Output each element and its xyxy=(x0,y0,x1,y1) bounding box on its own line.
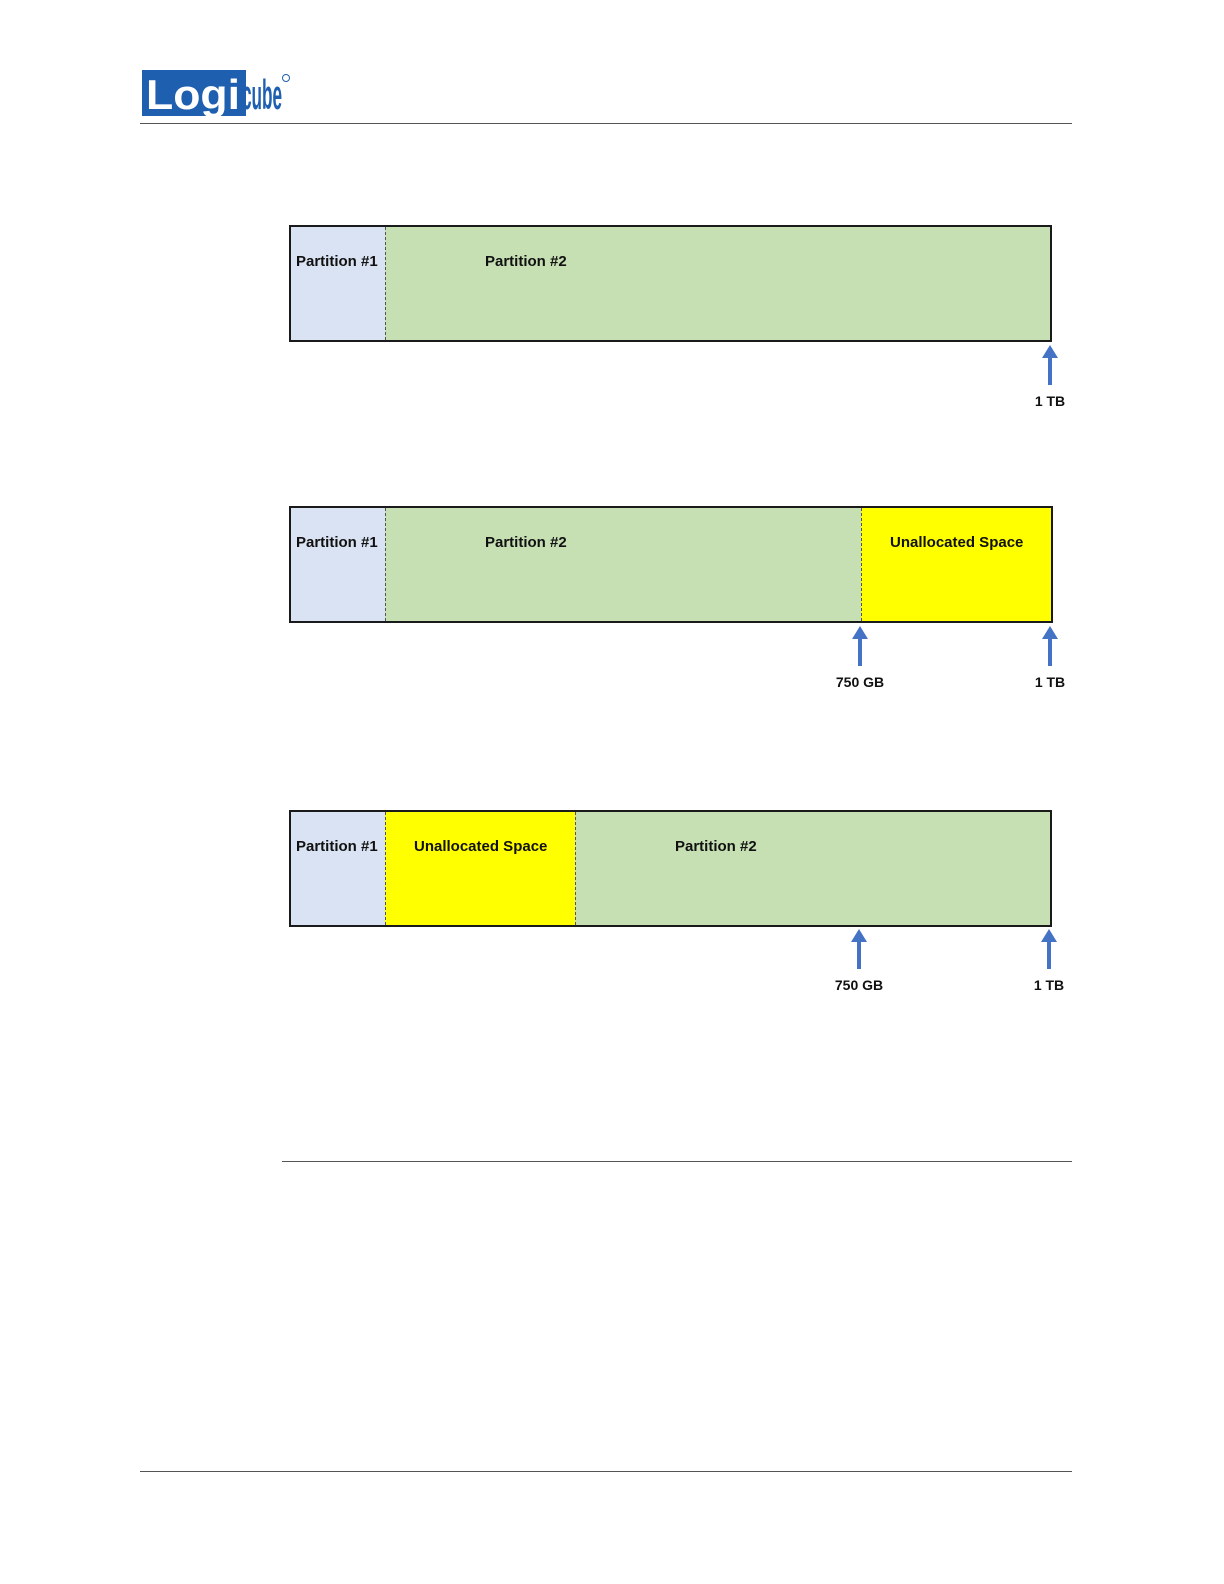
up-arrow-icon xyxy=(1041,929,1057,969)
partition-2-segment: Partition #2 xyxy=(385,508,861,621)
segment-label: Partition #1 xyxy=(296,534,378,551)
size-marker-1tb: 1 TB xyxy=(1009,929,1089,993)
up-arrow-icon xyxy=(852,626,868,666)
disk-diagram-3: Partition #1 Unallocated Space Partition… xyxy=(289,810,1052,927)
unallocated-space-segment: Unallocated Space xyxy=(385,812,575,925)
segment-label: Partition #1 xyxy=(296,253,378,270)
segment-label: Unallocated Space xyxy=(414,838,547,855)
segment-label: Partition #2 xyxy=(675,838,757,855)
svg-text:Logi: Logi xyxy=(146,71,240,118)
up-arrow-icon xyxy=(1042,345,1058,385)
segment-label: Partition #2 xyxy=(485,253,567,270)
segment-label: Partition #1 xyxy=(296,838,378,855)
segment-label: Partition #2 xyxy=(485,534,567,551)
footer-rule xyxy=(140,1471,1072,1472)
marker-label: 1 TB xyxy=(1009,977,1089,993)
up-arrow-icon xyxy=(1042,626,1058,666)
disk-diagram-1: Partition #1 Partition #2 xyxy=(289,225,1052,342)
size-marker-1tb: 1 TB xyxy=(1010,345,1090,409)
partition-2-segment: Partition #2 xyxy=(385,227,1050,340)
marker-label: 750 GB xyxy=(819,977,899,993)
logicube-logo: Logi cube xyxy=(142,70,292,118)
size-marker-750gb: 750 GB xyxy=(819,929,899,993)
disk-diagram-2: Partition #1 Partition #2 Unallocated Sp… xyxy=(289,506,1053,623)
unallocated-space-segment: Unallocated Space xyxy=(861,508,1051,621)
up-arrow-icon xyxy=(851,929,867,969)
marker-label: 750 GB xyxy=(820,674,900,690)
segment-label: Unallocated Space xyxy=(890,534,1023,551)
section-rule xyxy=(282,1161,1072,1162)
partition-1-segment: Partition #1 xyxy=(291,227,385,340)
header-rule xyxy=(140,123,1072,124)
svg-text:cube: cube xyxy=(242,71,282,118)
size-marker-750gb: 750 GB xyxy=(820,626,900,690)
partition-2-segment: Partition #2 xyxy=(575,812,1050,925)
marker-label: 1 TB xyxy=(1010,674,1090,690)
partition-1-segment: Partition #1 xyxy=(291,508,385,621)
partition-1-segment: Partition #1 xyxy=(291,812,385,925)
size-marker-1tb: 1 TB xyxy=(1010,626,1090,690)
marker-label: 1 TB xyxy=(1010,393,1090,409)
